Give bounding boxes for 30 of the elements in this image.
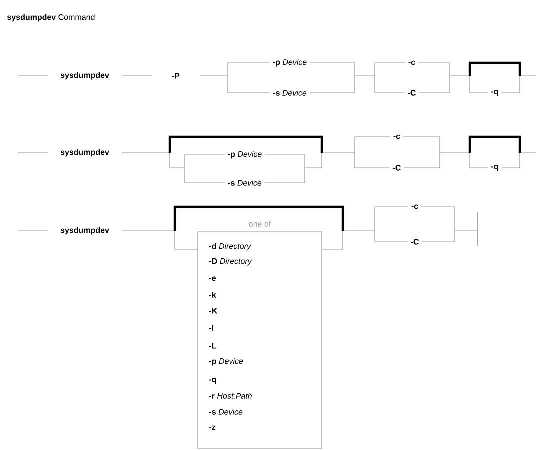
syntax-token: -p Device xyxy=(270,58,310,68)
syntax-token: -s Device xyxy=(270,89,310,97)
option-text: -z xyxy=(210,426,216,430)
syntax-token: -C xyxy=(390,164,404,172)
syntax-token: sysdumpdev xyxy=(58,226,112,236)
syntax-token: -c xyxy=(408,204,422,210)
option-text: -K xyxy=(210,308,218,314)
syntax-token: -q xyxy=(488,89,502,97)
syntax-token: -s Device xyxy=(225,179,265,187)
syntax-token: -C xyxy=(408,238,422,246)
option-text: -D Directory xyxy=(210,258,252,266)
option-text: -s Device xyxy=(210,409,243,415)
syntax-token: -P xyxy=(169,72,183,80)
option-text: -k xyxy=(210,292,216,298)
title: sysdumpdev Command xyxy=(8,14,95,22)
option-text: -q xyxy=(210,378,216,384)
syntax-token: -q xyxy=(488,164,502,172)
option-text: -p Device xyxy=(210,358,244,366)
option-text: -d Directory xyxy=(210,243,252,251)
syntax-token: -c xyxy=(390,134,404,140)
option-text: -r Host:Path xyxy=(210,393,252,399)
syntax-token: sysdumpdev xyxy=(58,148,112,158)
syntax-token: sysdumpdev xyxy=(58,71,112,81)
option-text: -l xyxy=(210,325,214,331)
syntax-token: -c xyxy=(405,60,419,66)
option-text: -L xyxy=(210,343,216,349)
heading-text: one of xyxy=(248,220,272,228)
syntax-token: -C xyxy=(404,89,420,97)
syntax-token: -p Device xyxy=(224,150,266,160)
option-text: -e xyxy=(210,276,216,282)
